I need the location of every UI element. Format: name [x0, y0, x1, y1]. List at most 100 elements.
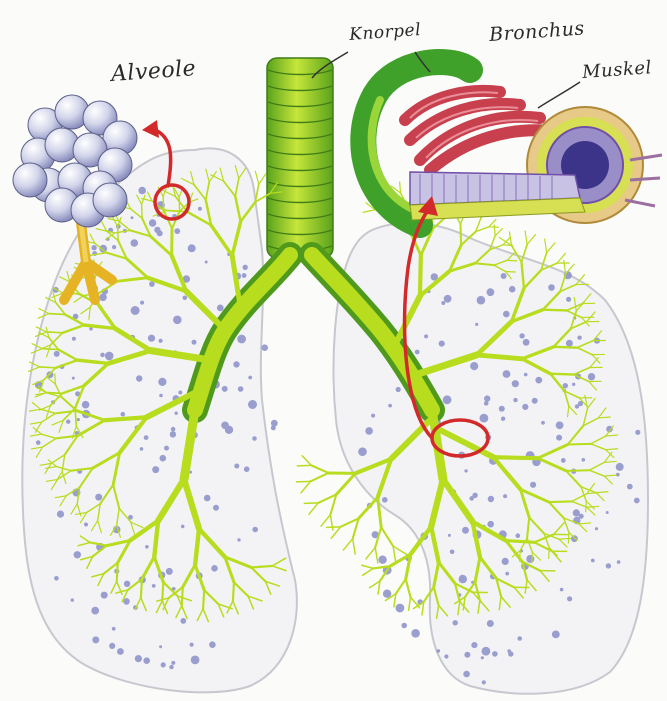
alveolus-dot: [463, 671, 470, 678]
alveolus-dot: [160, 455, 167, 462]
bronchiole: [506, 541, 534, 543]
alveolus-dot: [124, 581, 130, 587]
bronchiole: [42, 349, 58, 350]
bronchiole: [251, 566, 272, 568]
alveolus-dot: [54, 576, 59, 581]
alveolus-dot: [138, 187, 146, 195]
alveolus-dot: [140, 447, 144, 451]
alveolus-dot: [616, 463, 624, 471]
alveolus-dot: [606, 511, 609, 514]
alveolus-dot: [222, 386, 228, 392]
alveolus-dot: [464, 652, 470, 658]
alveolus-dot: [243, 265, 248, 270]
alveolus-dot: [252, 527, 258, 533]
bronchiole: [49, 314, 65, 315]
alveolus-dot: [627, 484, 633, 490]
alveolus-dot: [552, 631, 560, 639]
alveolus-dot: [95, 494, 102, 501]
alveolus-dot: [170, 431, 176, 437]
bronchiole: [362, 565, 373, 568]
alveolus-dot: [462, 527, 469, 534]
alveolus-dot: [152, 584, 156, 588]
bronchiole: [525, 231, 527, 245]
bronchiole: [311, 465, 328, 473]
alveolus-dot: [556, 421, 564, 429]
alveolus-dot: [171, 661, 175, 665]
alveolus-dot: [131, 239, 139, 247]
alveolus-dot: [121, 412, 126, 417]
alveolus-dot: [192, 340, 197, 345]
alveole-sphere: [93, 183, 127, 217]
bronchiole: [343, 539, 352, 550]
alveolus-dot: [523, 339, 530, 346]
alveolus-dot: [91, 245, 96, 250]
alveolus-dot: [556, 435, 562, 441]
alveolus-dot: [572, 383, 575, 386]
alveolus-dot: [209, 641, 216, 648]
bronchiole: [394, 594, 396, 607]
alveolus-dot: [154, 227, 160, 233]
alveolus-dot: [453, 620, 458, 625]
bronchiole: [203, 590, 204, 609]
alveolus-dot: [105, 352, 114, 361]
bronchiole: [336, 473, 355, 494]
bronchus-cross-section: [363, 62, 662, 225]
alveolus-dot: [617, 560, 621, 564]
alveolus-dot: [112, 627, 116, 631]
alveolus-dot: [443, 395, 452, 404]
alveolus-dot: [358, 447, 367, 456]
alveolus-dot: [439, 341, 445, 347]
bronchiole: [363, 568, 373, 575]
alveolus-dot: [225, 426, 233, 434]
bronchiole: [255, 171, 258, 184]
alveolus-dot: [204, 495, 211, 502]
alveolus-dot: [109, 643, 115, 649]
alveolus-dot: [136, 375, 142, 381]
alveolus-dot: [74, 551, 81, 558]
alveolus-dot: [481, 656, 484, 659]
alveolus-dot: [475, 323, 478, 326]
bronchiole: [527, 235, 535, 245]
alveolus-dot: [149, 281, 155, 287]
alveolus-dot: [396, 604, 405, 613]
alveolus-dot: [524, 373, 528, 377]
bronchiole: [321, 515, 330, 526]
alveolus-dot: [131, 216, 134, 219]
alveolus-dot: [450, 550, 455, 555]
alveolus-dot: [183, 296, 188, 301]
alveolus-dot: [238, 386, 244, 392]
alveolus-dot: [149, 219, 156, 226]
bronchiole: [233, 582, 234, 601]
alveolus-dot: [487, 288, 495, 296]
alveolus-dot: [503, 311, 510, 318]
alveolus-dot: [178, 391, 182, 395]
alveolus-dot: [516, 533, 521, 538]
alveolus-dot: [261, 344, 268, 351]
alveolus-dot: [382, 497, 388, 503]
alveolus-dot: [484, 395, 490, 401]
alveolus-dot: [526, 555, 534, 563]
alveolus-dot: [57, 510, 64, 517]
alveolus-dot: [396, 387, 401, 392]
alveolus-dot: [573, 509, 580, 516]
alveolus-dot: [567, 596, 572, 601]
alveolus-dot: [388, 404, 392, 408]
alveolus-dot: [588, 373, 595, 380]
bronchiole: [259, 174, 266, 185]
bronchiole: [381, 527, 393, 546]
alveolus-dot: [482, 647, 491, 656]
alveolus-dot: [71, 598, 74, 601]
alveolus-dot: [411, 629, 420, 638]
bronchiole: [406, 579, 411, 597]
alveolus-dot: [484, 401, 489, 406]
alveolus-dot: [502, 558, 509, 565]
bronchiole: [545, 239, 547, 253]
alveolus-dot: [191, 656, 200, 665]
alveolus-dot: [492, 651, 498, 657]
alveolus-dot: [213, 505, 219, 511]
alveolus-dot: [144, 435, 149, 440]
alveolus-dot: [509, 286, 516, 293]
alveolus-dot: [582, 458, 586, 462]
bronchiole: [105, 417, 147, 420]
